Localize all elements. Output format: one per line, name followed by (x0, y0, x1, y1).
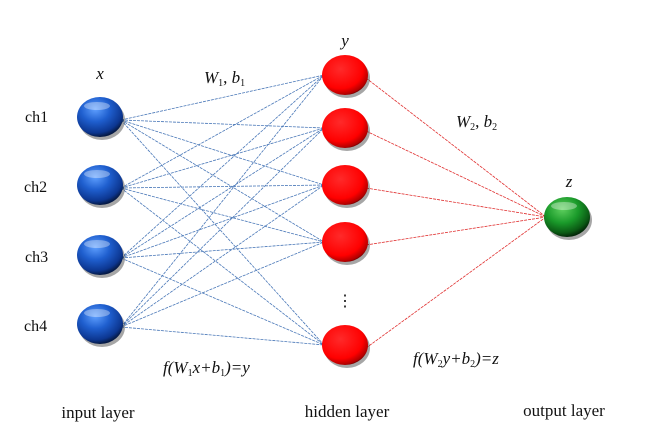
hidden-node-3 (322, 165, 368, 205)
input-node-highlight (84, 309, 110, 317)
connection-input-hidden (120, 187, 325, 243)
hidden-layer-caption: hidden layer (305, 402, 390, 421)
output-node-highlight (551, 202, 577, 210)
connection-hidden-output (365, 187, 547, 218)
connection-input-hidden (120, 74, 325, 259)
output-symbol: z (565, 172, 573, 191)
connection-input-hidden (120, 119, 325, 129)
connection-input-hidden (120, 184, 325, 189)
connection-input-hidden (120, 184, 325, 328)
output-node-1 (544, 197, 590, 237)
weights-label-2: W2, b2 (456, 112, 497, 133)
input-hidden-connections (120, 74, 325, 346)
hidden-node-4 (322, 222, 368, 262)
equation-output: f(W2y+b2)=z (413, 349, 499, 370)
input-layer-caption: input layer (61, 403, 135, 422)
weights-label-1: W1, b1 (204, 68, 245, 89)
connection-input-hidden (120, 127, 325, 189)
connection-input-hidden (120, 187, 325, 346)
hidden-node-5 (322, 325, 368, 365)
connection-input-hidden (120, 127, 325, 328)
connection-hidden-output (365, 130, 547, 218)
hidden-output-connections (365, 77, 547, 349)
input-label-ch2: ch2 (24, 179, 47, 196)
input-label-ch3: ch3 (25, 249, 48, 266)
connection-input-hidden (120, 119, 325, 346)
input-node-4 (77, 304, 123, 344)
connection-hidden-output (365, 77, 547, 218)
input-symbol: x (95, 64, 104, 83)
connection-hidden-output (365, 216, 547, 349)
input-node-highlight (84, 170, 110, 178)
input-node-highlight (84, 240, 110, 248)
connection-input-hidden (120, 74, 325, 328)
input-label-ch1: ch1 (25, 109, 48, 126)
equation-hidden: f(W1x+b1)=y (163, 358, 250, 379)
connection-input-hidden (120, 74, 325, 189)
connection-input-hidden (120, 119, 325, 186)
hidden-symbol: y (339, 31, 349, 50)
connection-input-hidden (120, 326, 325, 346)
connection-input-hidden (120, 241, 325, 328)
connection-input-hidden (120, 184, 325, 259)
connection-input-hidden (120, 257, 325, 346)
input-node-1 (77, 97, 123, 137)
input-node-highlight (84, 102, 110, 110)
connection-input-hidden (120, 241, 325, 259)
connection-input-hidden (120, 119, 325, 243)
input-label-ch4: ch4 (24, 318, 47, 335)
input-node-3 (77, 235, 123, 275)
output-layer-caption: output layer (523, 401, 605, 420)
hidden-node-1 (322, 55, 368, 95)
connection-input-hidden (120, 74, 325, 121)
connection-input-hidden (120, 127, 325, 259)
input-node-2 (77, 165, 123, 205)
nodes (77, 55, 592, 368)
connection-hidden-output (365, 216, 547, 246)
hidden-ellipsis: ⋮ (337, 293, 353, 310)
hidden-node-2 (322, 108, 368, 148)
